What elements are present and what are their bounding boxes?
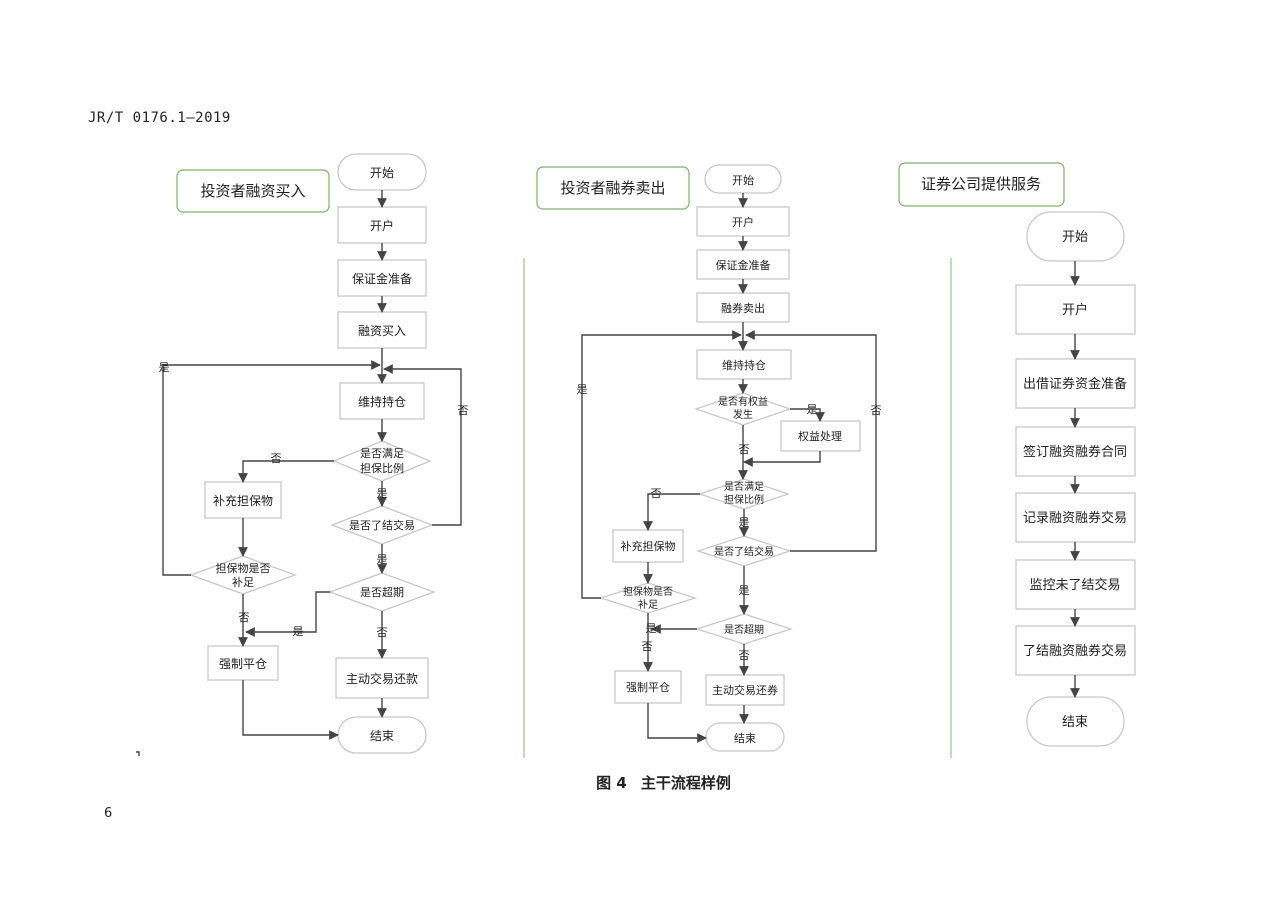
sign-contract-node — [1015, 426, 1136, 477]
monitor-trade-label: 监控未了结交易 — [1029, 577, 1120, 593]
section-title-box — [176, 169, 330, 213]
short-sell-label: 融券卖出 — [721, 301, 765, 315]
force-liquidation-node — [207, 645, 279, 681]
start-node-label: 开始 — [370, 166, 394, 180]
end-node-label: 结束 — [1062, 715, 1088, 730]
supplement-collateral-label: 补充担保物 — [213, 493, 273, 508]
margin-ratio-line2: 担保比例 — [724, 493, 764, 506]
label-yes: 是 — [739, 584, 750, 597]
section-title: 投资者融资买入 — [200, 182, 305, 200]
label-no: 否 — [239, 611, 250, 624]
active-repay-node — [335, 657, 429, 699]
lending-prep-node — [1015, 358, 1136, 409]
short-sell-node — [696, 292, 790, 323]
margin-ratio-line1: 是否满足 — [360, 447, 404, 460]
rights-decision-line1: 是否有权益 — [718, 395, 768, 408]
label-no: 否 — [871, 404, 882, 417]
hold-position-label: 维持持仓 — [722, 358, 766, 372]
rights-decision-line2: 发生 — [733, 408, 753, 421]
rights-processing-label: 权益处理 — [798, 429, 842, 443]
force-liquidation-node — [614, 670, 682, 704]
open-account-label: 开户 — [370, 218, 394, 233]
section-title: 投资者融券卖出 — [560, 179, 665, 197]
open-account-label: 开户 — [1062, 302, 1088, 318]
collateral-enough-line1: 担保物是否 — [216, 561, 271, 575]
section-securities-short-sell: 投资者融券卖出 开始 开户 保证金准备 融券卖出 维持持仓 是否有权益 发生 权… — [536, 164, 882, 752]
label-yes: 是 — [807, 403, 818, 416]
label-no: 否 — [739, 649, 750, 662]
figure-title: 主干流程样例 — [640, 774, 731, 792]
document-id-header: JR/T 0176.1—2019 — [88, 110, 231, 126]
label-yes: 是 — [739, 516, 750, 529]
label-no: 否 — [271, 452, 282, 465]
monitor-trade-node — [1015, 559, 1136, 610]
financing-buy-label: 融资买入 — [358, 324, 406, 338]
label-yes: 是 — [646, 622, 657, 635]
label-yes: 是 — [159, 361, 170, 374]
margin-ratio-line2: 担保比例 — [360, 461, 404, 475]
start-node-label: 开始 — [1062, 230, 1088, 245]
section-financing-buy: 投资者融资买入 开始 开户 保证金准备 融资买入 维持持仓 是否满足 担保比例 … — [159, 153, 469, 754]
active-return-node — [705, 674, 785, 706]
active-repay-label: 主动交易还款 — [346, 671, 418, 686]
end-node-label: 结束 — [370, 729, 394, 743]
label-no: 否 — [642, 640, 653, 653]
overdue-label: 是否超期 — [360, 585, 404, 599]
label-yes: 是 — [377, 553, 388, 566]
margin-prep-label: 保证金准备 — [716, 258, 771, 272]
label-yes: 是 — [577, 383, 588, 396]
force-liquidation-label: 强制平仓 — [219, 657, 267, 671]
overdue-label: 是否超期 — [724, 623, 764, 636]
force-liquidation-label: 强制平仓 — [626, 680, 670, 694]
open-account-label: 开户 — [732, 215, 754, 229]
section-broker-services: 证券公司提供服务 开始 开户 出借证券资金准备 签订融资融券合同 记录融资融券交… — [898, 162, 1136, 747]
active-return-label: 主动交易还券 — [712, 683, 778, 697]
section-title-box — [536, 166, 690, 210]
label-yes: 是 — [293, 625, 304, 638]
section-title: 证券公司提供服务 — [921, 175, 1041, 193]
collateral-enough-line1: 担保物是否 — [623, 585, 673, 598]
close-trade-label: 是否了结交易 — [349, 518, 415, 532]
label-yes: 是 — [377, 487, 388, 500]
margin-ratio-line1: 是否满足 — [724, 481, 764, 493]
close-trade-label: 是否了结交易 — [714, 545, 774, 558]
lending-prep-label: 出借证券资金准备 — [1023, 376, 1127, 392]
open-account-node — [337, 206, 427, 244]
figure-caption: 图 4 主干流程样例 — [0, 772, 1287, 793]
label-no: 否 — [377, 626, 388, 639]
page-number: 6 — [104, 806, 113, 821]
supplement-collateral-label: 补充担保物 — [621, 539, 676, 553]
label-no: 否 — [739, 443, 750, 456]
corner-mark — [136, 751, 140, 756]
label-no: 否 — [458, 404, 469, 417]
end-node-label: 结束 — [734, 732, 756, 745]
collateral-enough-line2: 补足 — [232, 576, 254, 589]
hold-position-node — [696, 349, 792, 380]
margin-prep-label: 保证金准备 — [352, 271, 412, 286]
record-trade-node — [1015, 492, 1136, 543]
open-account-node — [696, 206, 790, 237]
sign-contract-label: 签订融资融券合同 — [1023, 444, 1127, 460]
section-title-box — [898, 162, 1065, 207]
settle-trade-label: 了结融资融券交易 — [1023, 643, 1127, 659]
figure-label: 图 4 — [596, 774, 627, 792]
hold-position-label: 维持持仓 — [358, 394, 406, 409]
label-no: 否 — [651, 487, 662, 500]
start-node-label: 开始 — [732, 173, 754, 187]
record-trade-label: 记录融资融券交易 — [1023, 510, 1127, 526]
collateral-enough-line2: 补足 — [638, 598, 658, 611]
